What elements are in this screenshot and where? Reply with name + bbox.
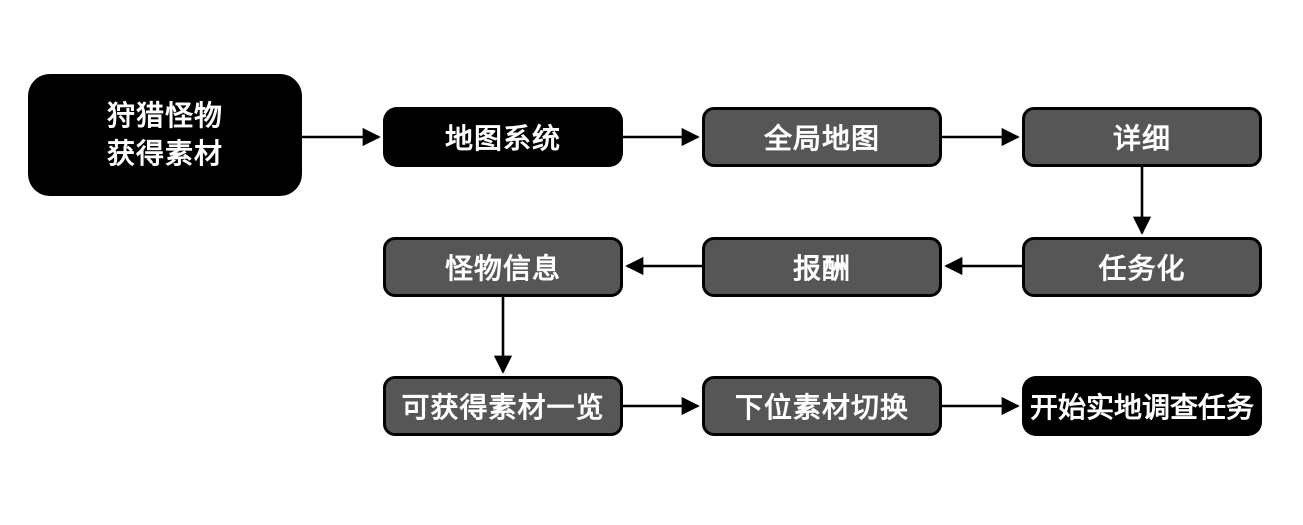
node-label: 详细	[1112, 123, 1171, 154]
node-global-map: 全局地图	[702, 107, 942, 167]
node-map-system: 地图系统	[383, 107, 623, 167]
node-detail: 详细	[1022, 107, 1262, 167]
node-hunt-monsters-get-materials: 狩猎怪物 获得素材	[28, 74, 302, 196]
node-obtainable-materials-list: 可获得素材一览	[383, 376, 623, 436]
node-quest-conversion: 任务化	[1022, 237, 1262, 297]
node-label: 可获得素材一览	[401, 392, 605, 423]
node-monster-info: 怪物信息	[383, 237, 623, 297]
node-label: 全局地图	[763, 123, 880, 154]
node-lower-material-switch: 下位素材切换	[702, 376, 942, 436]
node-label: 任务化	[1098, 253, 1186, 284]
node-label-line1: 狩猎怪物	[106, 100, 223, 131]
node-label: 报酬	[792, 253, 851, 284]
node-start-field-survey-quest: 开始实地调查任务	[1022, 376, 1262, 436]
node-label: 地图系统	[444, 123, 561, 154]
node-reward: 报酬	[702, 237, 942, 297]
node-label: 开始实地调查任务	[1029, 392, 1254, 423]
node-label: 下位素材切换	[734, 392, 909, 423]
node-label: 怪物信息	[444, 253, 561, 284]
node-label-line2: 获得素材	[106, 138, 223, 169]
